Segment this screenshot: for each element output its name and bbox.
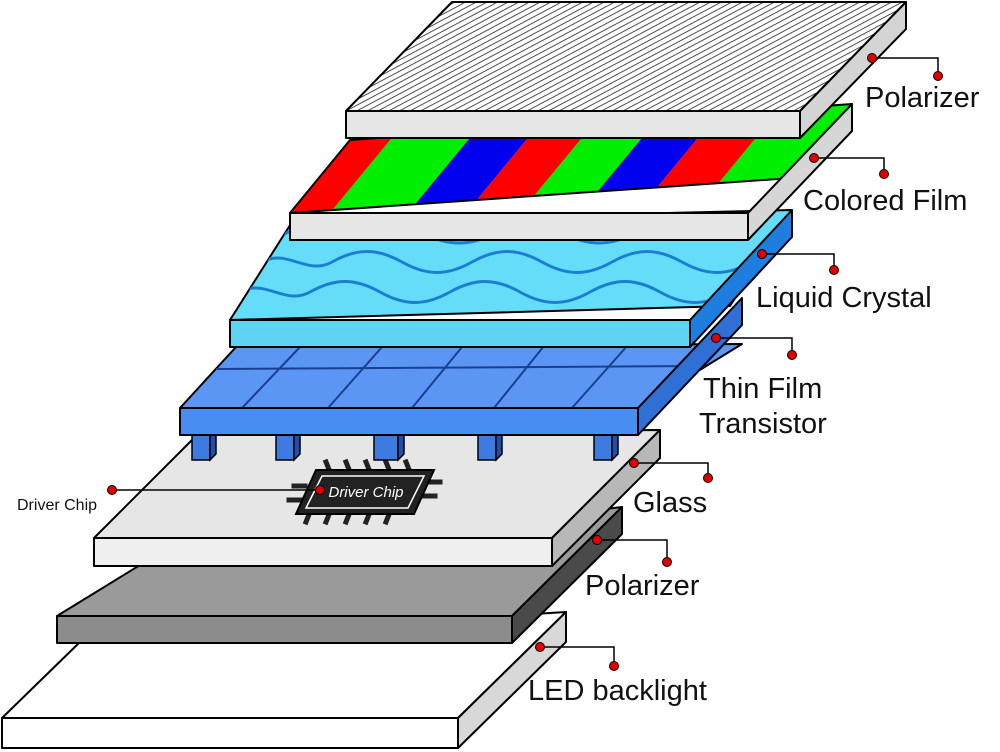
label-colored-film: Colored Film (803, 185, 967, 217)
layer-thin-film-transistor (179, 297, 743, 436)
colored-film-front (289, 212, 749, 241)
bottom-polarizer-front (56, 615, 513, 644)
label-tft-line1: Thin Film (703, 373, 822, 405)
tft-front (179, 407, 639, 436)
top-polarizer-front (345, 110, 801, 139)
driver-chip-text: Driver Chip (328, 484, 403, 501)
label-top-polarizer: Polarizer (865, 82, 980, 114)
label-glass: Glass (633, 487, 707, 519)
layer-glass: Driver Chip (93, 429, 661, 567)
glass-front (93, 537, 553, 567)
layer-top-polarizer (345, 1, 907, 139)
colored-film-side (747, 103, 853, 241)
tft-side (637, 297, 743, 436)
label-tft-line2: Transistor (699, 408, 827, 440)
led-backlight-front (1, 717, 459, 749)
liquid-crystal-front (229, 319, 691, 348)
leader-lines (107, 53, 943, 671)
label-bottom-polarizer: Polarizer (585, 570, 700, 602)
top-polarizer-side (799, 1, 907, 139)
labels: Polarizer Colored Film Liquid Crystal Th… (17, 82, 980, 707)
label-driver-chip: Driver Chip (17, 497, 97, 514)
label-led-backlight: LED backlight (528, 675, 707, 707)
label-liquid-crystal: Liquid Crystal (756, 282, 932, 314)
liquid-crystal-side (689, 209, 793, 348)
driver-chip: Driver Chip (286, 458, 443, 526)
